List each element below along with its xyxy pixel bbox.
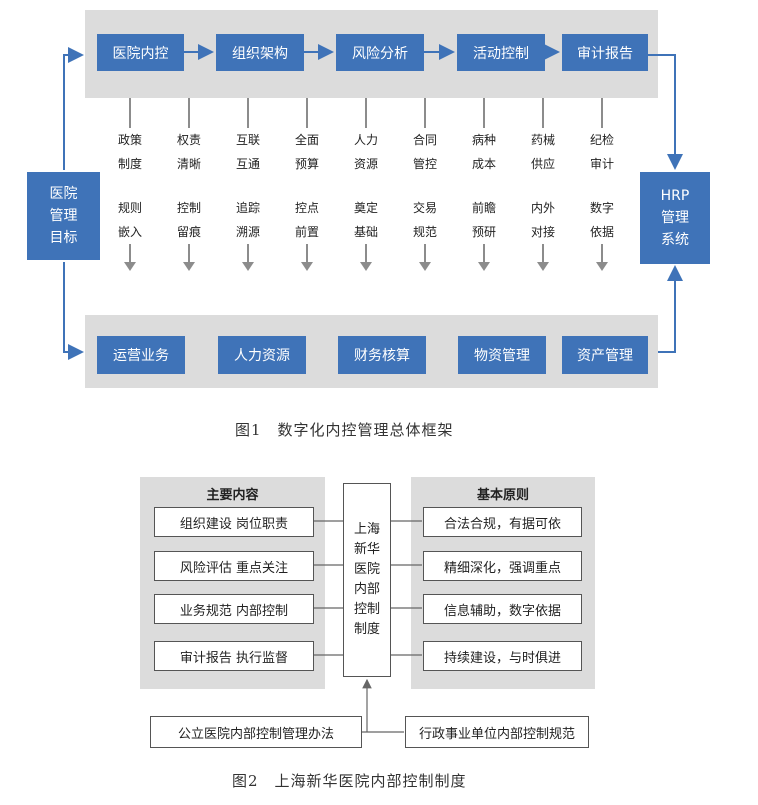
column-2-top-1: 权责 [176, 133, 201, 147]
bottom-box-1: 运营业务 [97, 336, 185, 374]
hrp-line-3: 系统 [661, 232, 689, 248]
down-arrow-icon [537, 262, 549, 271]
column-5-top-1: 人力 [353, 133, 378, 147]
column-8-bottom-1: 内外 [530, 201, 555, 215]
column-1: 政策 制度 规则 嵌入 [110, 98, 150, 271]
column-7-bottom-2: 预研 [471, 225, 496, 239]
column-2-top-2: 清晰 [176, 157, 201, 171]
down-arrow-icon [301, 262, 313, 271]
principle-item-2: 精细深化，强调重点 [423, 551, 582, 581]
hospital-goal-line-1: 医院 [49, 186, 78, 202]
column-6-bottom-2: 规范 [412, 225, 437, 239]
column-9-top-2: 审计 [589, 157, 614, 171]
bottom-box-4: 物资管理 [458, 336, 546, 374]
column-1-bottom-2: 嵌入 [117, 225, 142, 239]
down-arrow-icon [242, 262, 254, 271]
column-8-top-1: 药械 [530, 133, 555, 147]
content-item-3: 业务规范 内部控制 [154, 594, 314, 624]
hrp-system-box: HRP 管理 系统 [640, 172, 710, 264]
column-5-top-2: 资源 [353, 157, 378, 171]
principle-item-1: 合法合规，有据可依 [423, 507, 582, 537]
column-8-top-2: 供应 [530, 157, 555, 171]
column-9-bottom-2: 依据 [589, 225, 614, 239]
column-5-bottom-2: 基础 [353, 225, 378, 239]
column-7-top-1: 病种 [471, 133, 496, 147]
column-7-top-2: 成本 [471, 157, 496, 171]
column-2: 权责 清晰 控制 留痕 [169, 98, 209, 271]
bottom-box-3: 财务核算 [338, 336, 426, 374]
column-9: 纪检 审计 数字 依据 [582, 98, 622, 271]
content-item-1: 组织建设 岗位职责 [154, 507, 314, 537]
column-3-top-2: 互通 [235, 157, 260, 171]
hrp-line-2: 管理 [661, 210, 689, 226]
down-arrow-icon [596, 262, 608, 271]
main-content-title: 主要内容 [206, 488, 259, 503]
column-6-top-1: 合同 [412, 133, 437, 147]
regulation-box-left: 公立医院内部控制管理办法 [150, 716, 362, 748]
principles-title: 基本原则 [476, 488, 529, 503]
regulation-box-right: 行政事业单位内部控制规范 [405, 716, 589, 748]
center-line-4: 内部 [353, 582, 380, 597]
top-box-3: 风险分析 [336, 34, 424, 71]
content-item-4: 审计报告 执行监督 [154, 641, 314, 671]
column-5: 人力 资源 奠定 基础 [346, 98, 386, 271]
column-1-top-2: 制度 [117, 157, 142, 171]
column-3-bottom-1: 追踪 [235, 201, 260, 215]
top-box-2: 组织架构 [216, 34, 304, 71]
principle-item-4: 持续建设，与时俱进 [423, 641, 582, 671]
column-8: 药械 供应 内外 对接 [523, 98, 563, 271]
bottom-box-2: 人力资源 [218, 336, 306, 374]
down-arrow-icon [478, 262, 490, 271]
down-arrow-icon [183, 262, 195, 271]
top-box-4: 活动控制 [457, 34, 545, 71]
principle-item-3: 信息辅助，数字依据 [423, 594, 582, 624]
column-6-top-2: 管控 [412, 157, 437, 171]
down-arrow-icon [360, 262, 372, 271]
hrp-line-1: HRP [660, 188, 690, 204]
column-2-bottom-2: 留痕 [176, 225, 201, 239]
column-9-bottom-1: 数字 [589, 201, 614, 215]
column-1-top-1: 政策 [117, 133, 142, 147]
top-box-5: 审计报告 [562, 34, 648, 71]
center-line-5: 控制 [353, 602, 380, 617]
column-4-top-2: 预算 [294, 157, 319, 171]
column-9-top-1: 纪检 [589, 133, 614, 147]
column-3: 互联 互通 追踪 溯源 [228, 98, 268, 271]
hospital-goal-box: 医院 管理 目标 [27, 172, 100, 260]
column-7-bottom-1: 前瞻 [471, 201, 496, 215]
column-2-bottom-1: 控制 [176, 201, 201, 215]
column-7: 病种 成本 前瞻 预研 [464, 98, 504, 271]
center-system-box: 上海 新华 医院 内部 控制 制度 [343, 483, 391, 677]
center-line-3: 医院 [353, 562, 380, 577]
down-arrow-icon [419, 262, 431, 271]
bottom-box-5: 资产管理 [562, 336, 648, 374]
down-arrow-icon [124, 262, 136, 271]
column-4-top-1: 全面 [294, 133, 319, 147]
column-3-bottom-2: 溯源 [235, 225, 260, 239]
column-1-bottom-1: 规则 [117, 201, 142, 215]
center-line-1: 上海 [353, 522, 380, 537]
top-box-1: 医院内控 [97, 34, 184, 71]
center-line-6: 制度 [353, 622, 380, 637]
hospital-goal-line-2: 管理 [49, 208, 78, 224]
content-item-2: 风险评估 重点关注 [154, 551, 314, 581]
column-6: 合同 管控 交易 规范 [405, 98, 445, 271]
fig1-connectors [63, 44, 683, 360]
column-5-bottom-1: 奠定 [353, 201, 378, 215]
column-8-bottom-2: 对接 [530, 225, 555, 239]
figure-1-caption: 图1 数字化内控管理总体框架 [235, 421, 454, 439]
figure-2-caption: 图2 上海新华医院内部控制制度 [232, 772, 467, 790]
center-line-2: 新华 [353, 542, 380, 557]
column-4-bottom-2: 前置 [294, 225, 319, 239]
column-6-bottom-1: 交易 [412, 201, 437, 215]
column-4-bottom-1: 控点 [294, 201, 319, 215]
hospital-goal-line-3: 目标 [49, 230, 78, 246]
column-3-top-1: 互联 [235, 133, 260, 147]
column-4: 全面 预算 控点 前置 [287, 98, 327, 271]
